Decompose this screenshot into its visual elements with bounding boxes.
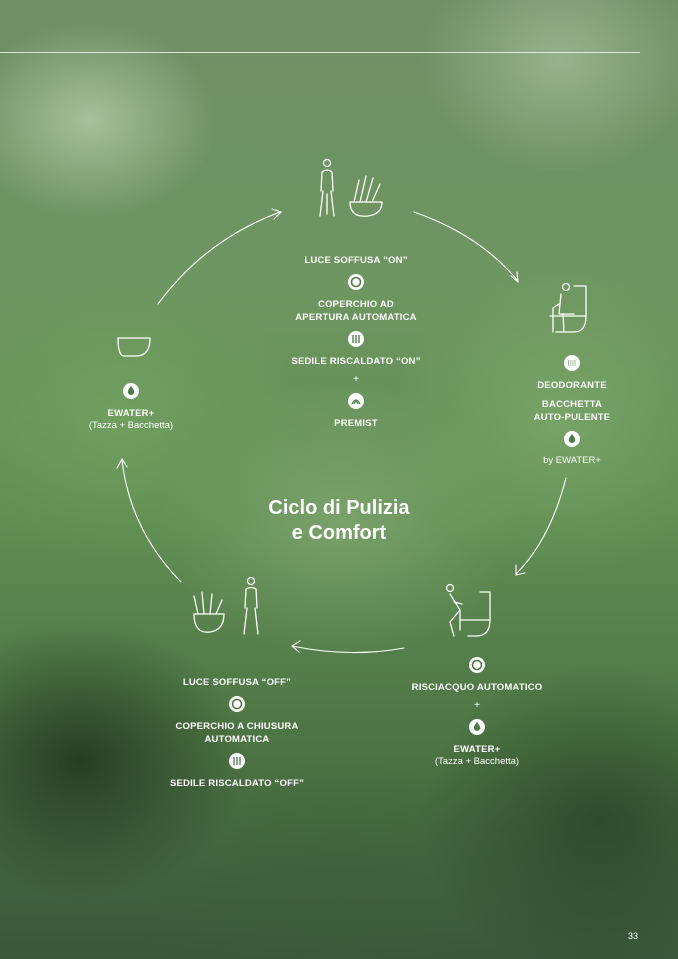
top-rule [0,52,640,53]
top-features: LUCE SOFFUSA “ON” COPERCHIO AD APERTURA … [276,254,436,430]
plus-sign: + [353,374,359,385]
feature-label: SEDILE RISCALDATO “ON” [291,356,421,367]
page-number: 33 [627,931,638,941]
feature-label: BACCHETTA [541,399,603,410]
light-icon [229,696,245,712]
page-title: Ciclo di Pulizia e Comfort [239,496,439,546]
left-features: EWATER+ (Tazza + Bacchetta) [72,376,190,432]
deodorizer-icon [564,355,580,371]
feature-label: LUCE SOFFUSA “OFF” [182,677,292,688]
feature-label: SEDILE RISCALDATO “OFF” [169,778,305,789]
heated-seat-icon [229,753,245,769]
feature-label: AUTO-PULENTE [533,412,611,423]
title-line: e Comfort [291,522,387,544]
flush-icon [469,657,485,673]
feature-label: EWATER+ [453,744,501,755]
feature-label: APERTURA AUTOMATICA [295,312,417,323]
heated-seat-icon [348,331,364,347]
feature-sublabel: (Tazza + Bacchetta) [88,420,174,431]
feature-label: EWATER+ [107,408,155,419]
open-lid-walking-person-icon [193,576,259,635]
bottom-left-features: LUCE SOFFUSA “OFF” COPERCHIO A CHIUSURA … [154,676,320,790]
feature-sublabel: by EWATER+ [543,455,601,466]
feature-label: LUCE SOFFUSA “ON” [304,255,408,266]
ewater-icon [123,383,139,399]
right-features: DEODORANTE BACCHETTA AUTO-PULENTE by EWA… [520,348,624,467]
feature-label: COPERCHIO A CHIUSURA [175,721,299,732]
feature-sublabel: (Tazza + Bacchetta) [434,756,520,767]
feature-label: COPERCHIO AD [318,299,394,310]
feature-label: PREMIST [334,418,378,429]
feature-label: RISCIACQUO AUTOMATICO [411,682,543,693]
title-line: Ciclo di Pulizia [268,497,410,519]
feature-label: AUTOMATICA [204,734,270,745]
toilet-bowl-icon [117,337,151,357]
sitting-down-person-icon [445,583,491,637]
ewater-icon [564,431,580,447]
light-icon [348,274,364,290]
premist-icon [348,393,364,409]
standing-person-open-lid-icon [319,158,383,217]
seated-person-icon [549,282,587,333]
feature-label: DEODORANTE [537,380,607,391]
ewater-icon [469,719,485,735]
bottom-right-features: RISCIACQUO AUTOMATICO + EWATER+ (Tazza +… [400,650,554,768]
plus-sign: + [474,700,480,711]
